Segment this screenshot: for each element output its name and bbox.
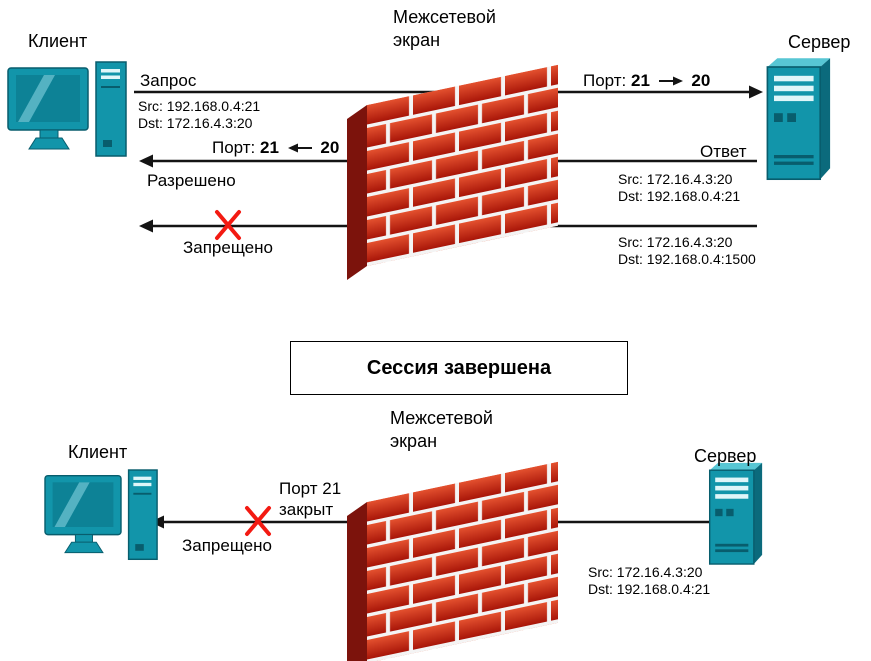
port-closed-line1: Порт 21 bbox=[279, 479, 342, 498]
client-label-bottom: Клиент bbox=[68, 442, 128, 462]
port-translation-out: Порт: 21 20 bbox=[583, 70, 710, 91]
port-in-prefix: Порт: bbox=[212, 138, 256, 157]
port-out-from: 21 bbox=[631, 71, 650, 90]
port-closed-label: Порт 21 закрыт bbox=[279, 478, 341, 521]
port-in-from: 21 bbox=[260, 138, 279, 157]
arrow-left-icon bbox=[287, 137, 312, 158]
denied-label-top: Запрещено bbox=[183, 238, 273, 257]
server-icon-top bbox=[766, 57, 831, 181]
arrow-right-icon bbox=[658, 70, 683, 91]
request-src: Src: 192.168.0.4:21 bbox=[138, 98, 261, 114]
request-dst: Dst: 172.16.4.3:20 bbox=[138, 115, 253, 131]
bottom-dst: Dst: 192.168.0.4:21 bbox=[588, 581, 711, 597]
response-src: Src: 172.16.4.3:20 bbox=[618, 171, 733, 187]
client-computer-icon-bottom bbox=[44, 469, 158, 561]
blocked-src: Src: 172.16.4.3:20 bbox=[618, 234, 733, 250]
client-label-top: Клиент bbox=[28, 31, 88, 51]
port-closed-line2: закрыт bbox=[279, 500, 334, 520]
server-label-top: Сервер bbox=[788, 32, 851, 52]
session-banner: Сессия завершена bbox=[290, 341, 628, 395]
request-label: Запрос bbox=[140, 71, 197, 90]
port-out-prefix: Порт: bbox=[583, 71, 627, 90]
firewall-label-bottom-line2: экран bbox=[390, 430, 438, 451]
firewall-label-top-line1: Межсетевой bbox=[393, 7, 496, 27]
denied-label-bottom: Запрещено bbox=[182, 536, 272, 555]
response-dst: Dst: 192.168.0.4:21 bbox=[618, 188, 741, 204]
server-label-bottom: Сервер bbox=[694, 446, 757, 466]
firewall-label-top: Межсетевой экран bbox=[393, 6, 496, 51]
firewall-wall-bottom bbox=[347, 461, 558, 661]
response-label: Ответ bbox=[700, 142, 747, 161]
server-icon-bottom bbox=[708, 462, 763, 565]
firewall-label-top-line2: экран bbox=[393, 29, 441, 50]
client-computer-icon-top bbox=[7, 61, 127, 157]
firewall-label-bottom: Межсетевой экран bbox=[390, 407, 493, 452]
blocked-dst: Dst: 192.168.0.4:1500 bbox=[618, 251, 756, 267]
port-in-to: 20 bbox=[320, 138, 340, 157]
bottom-src: Src: 172.16.4.3:20 bbox=[588, 564, 703, 580]
firewall-label-bottom-line1: Межсетевой bbox=[390, 408, 493, 428]
allowed-label: Разрешено bbox=[147, 171, 236, 190]
port-out-to: 20 bbox=[691, 71, 711, 90]
port-translation-in: Порт: 21 20 bbox=[212, 137, 339, 158]
firewall-wall-top bbox=[347, 64, 558, 280]
